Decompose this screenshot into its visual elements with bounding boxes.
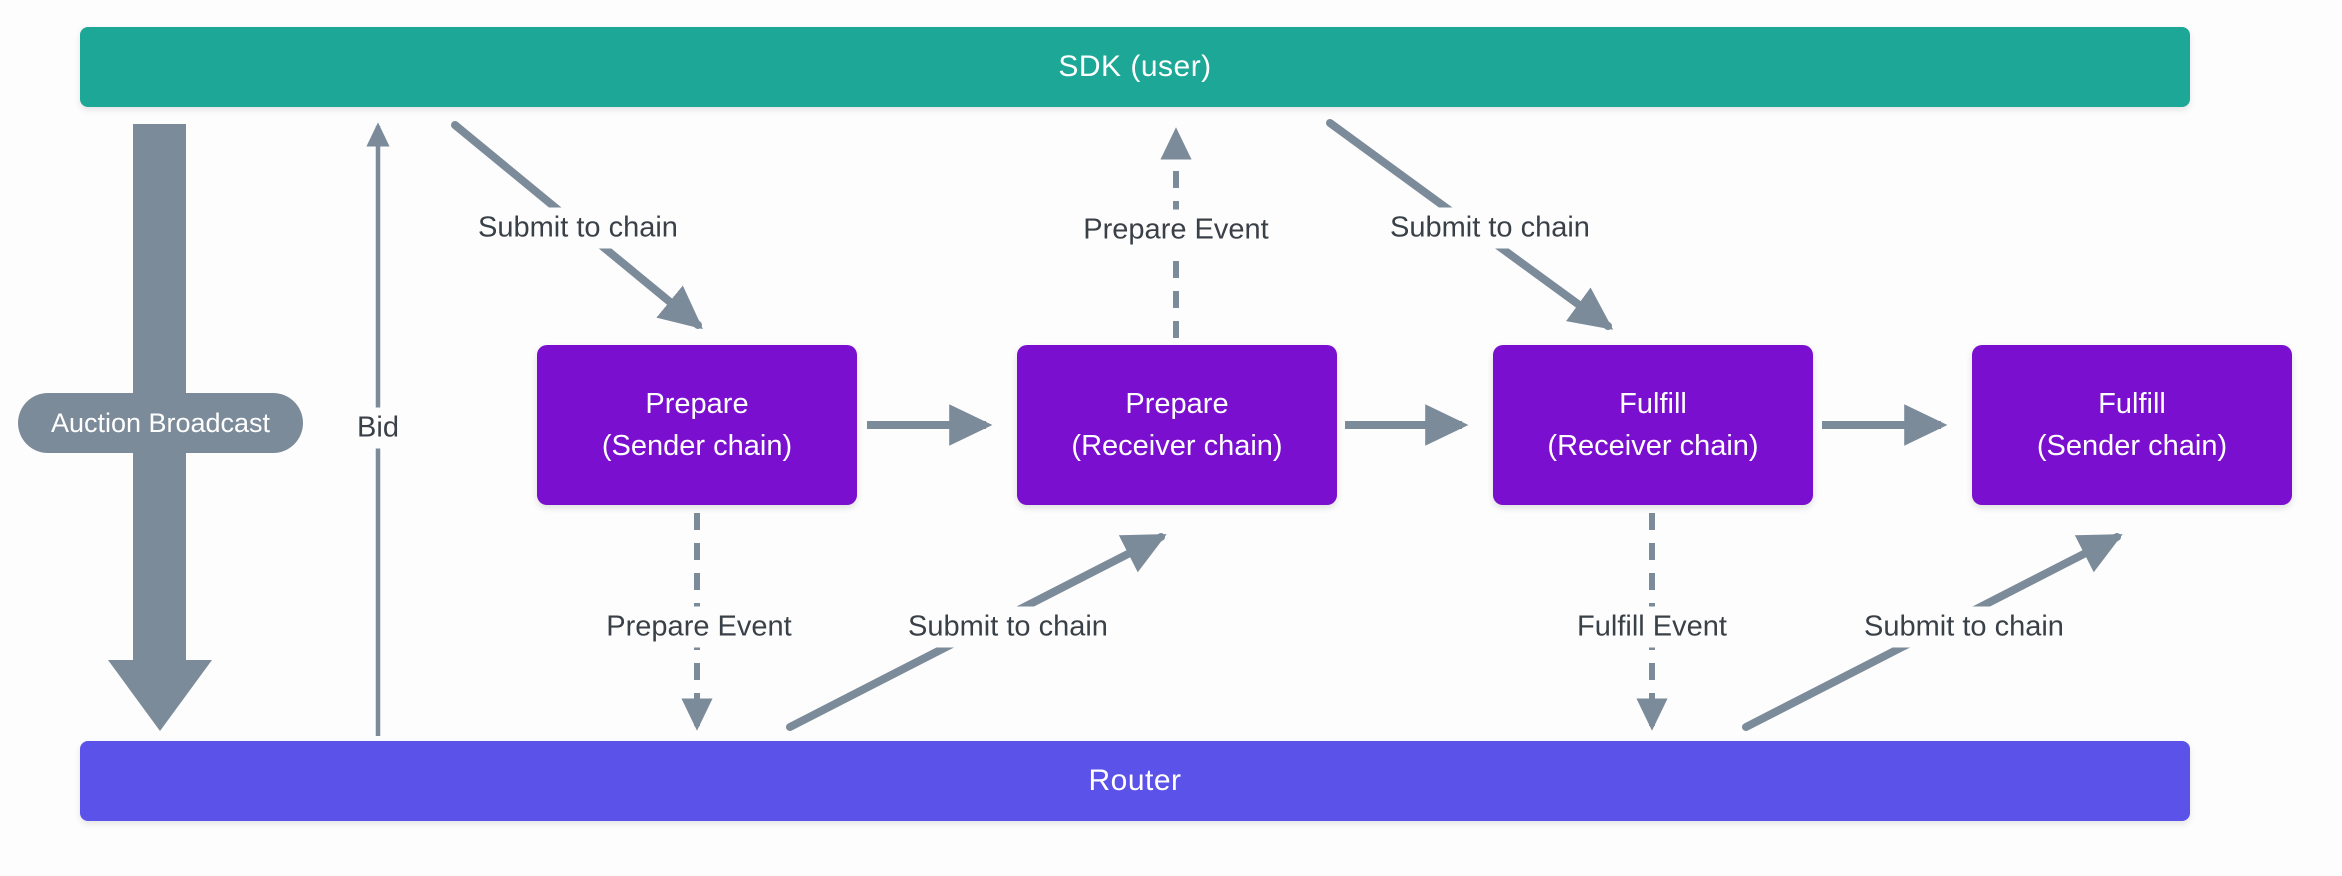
step-box-prepare-receiver-chain: Prepare (Receiver chain) [1017, 345, 1337, 505]
step-box-fulfill-receiver-chain: Fulfill (Receiver chain) [1493, 345, 1813, 505]
step-box-subtitle: (Sender chain) [2036, 430, 2228, 462]
edge-label-bid: Bid [345, 407, 411, 449]
step-box-title: Fulfill [1619, 388, 1687, 420]
sdk-lane-label: SDK (user) [1058, 50, 1212, 83]
router-lane-bar: Router [80, 741, 2190, 821]
step-box-subtitle: (Receiver chain) [1071, 430, 1283, 462]
edge-label-prepare-event-down: Prepare Event [594, 606, 804, 648]
edge-label-submit-bottom-right: Submit to chain [1852, 606, 2076, 648]
edge-label-submit-top-left: Submit to chain [466, 207, 690, 249]
router-lane-label: Router [1088, 764, 1182, 797]
edge-label-submit-top-right: Submit to chain [1378, 207, 1602, 249]
edge-label-fulfill-event-down: Fulfill Event [1565, 606, 1739, 648]
step-box-title: Fulfill [2098, 388, 2166, 420]
step-box-fulfill-sender-chain: Fulfill (Sender chain) [1972, 345, 2292, 505]
sdk-lane-bar: SDK (user) [80, 27, 2190, 107]
auction-broadcast-label: Auction Broadcast [50, 407, 271, 438]
step-box-subtitle: (Receiver chain) [1547, 430, 1759, 462]
step-box-title: Prepare [645, 388, 749, 420]
step-box-title: Prepare [1125, 388, 1229, 420]
edge-label-submit-bottom-left: Submit to chain [896, 606, 1120, 648]
step-box-prepare-sender-chain: Prepare (Sender chain) [537, 345, 857, 505]
step-box-subtitle: (Sender chain) [601, 430, 793, 462]
edge-label-prepare-event-up: Prepare Event [1071, 209, 1281, 251]
auction-broadcast-pill: Auction Broadcast [18, 393, 303, 453]
